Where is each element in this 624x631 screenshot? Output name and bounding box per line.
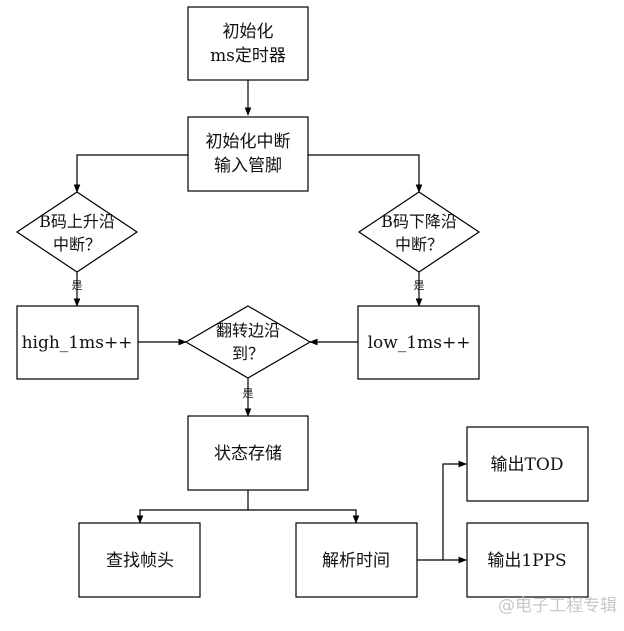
rising-check-diamond bbox=[15, 191, 139, 273]
state-store-label: 状态存储 bbox=[214, 444, 282, 464]
falling-check-line2: 中断？ bbox=[395, 235, 443, 254]
arrow-init-to-falling-check bbox=[308, 154, 423, 193]
init-interrupt-line2: 输入管脚 bbox=[214, 156, 282, 176]
rising-yes-label: 是 bbox=[72, 279, 83, 292]
rising-check-line1: B码上升沿 bbox=[39, 212, 115, 231]
edge-check-diamond bbox=[184, 305, 312, 379]
decision-diamonds bbox=[15, 191, 481, 379]
watermark-text: @电子工程专辑 bbox=[498, 596, 617, 616]
process-boxes bbox=[16, 6, 589, 598]
arrow-state-to-find-frame bbox=[136, 490, 249, 524]
falling-yes-label: 是 bbox=[414, 279, 425, 292]
init-timer-line2: ms定时器 bbox=[210, 46, 286, 66]
init-interrupt-line1: 初始化中断 bbox=[206, 132, 291, 152]
state-store-box bbox=[187, 415, 309, 491]
edge-check-line2: 到？ bbox=[232, 344, 264, 363]
edge-yes-label: 是 bbox=[243, 387, 254, 400]
rising-check-line2: 中断？ bbox=[53, 235, 101, 254]
init-interrupt-box bbox=[187, 116, 309, 192]
falling-check-diamond bbox=[357, 191, 481, 273]
find-frame-head-box bbox=[78, 522, 201, 598]
falling-check-line1: B码下降沿 bbox=[381, 212, 457, 231]
high-count-label: high_1ms++ bbox=[22, 333, 133, 353]
low-count-label: low_1ms++ bbox=[368, 333, 471, 353]
output-tod-label: 输出TOD bbox=[491, 455, 564, 475]
output-tod-box bbox=[466, 426, 589, 502]
init-timer-box bbox=[187, 6, 309, 81]
connectors bbox=[73, 80, 467, 564]
high-count-box bbox=[16, 305, 139, 380]
edge-check-line1: 翻转边沿 bbox=[216, 321, 280, 340]
low-count-box bbox=[357, 305, 480, 380]
arrow-parse-to-tod bbox=[442, 460, 467, 560]
find-frame-head-label: 查找帧头 bbox=[106, 551, 174, 571]
init-timer-line1: 初始化 bbox=[223, 22, 274, 42]
parse-time-box bbox=[295, 522, 418, 598]
parse-time-label: 解析时间 bbox=[322, 551, 390, 571]
output-1pps-label: 输出1PPS bbox=[487, 551, 566, 571]
output-1pps-box bbox=[466, 522, 589, 598]
arrow-init-to-rising-check bbox=[73, 154, 188, 193]
arrow-state-to-parse-time bbox=[248, 509, 360, 524]
